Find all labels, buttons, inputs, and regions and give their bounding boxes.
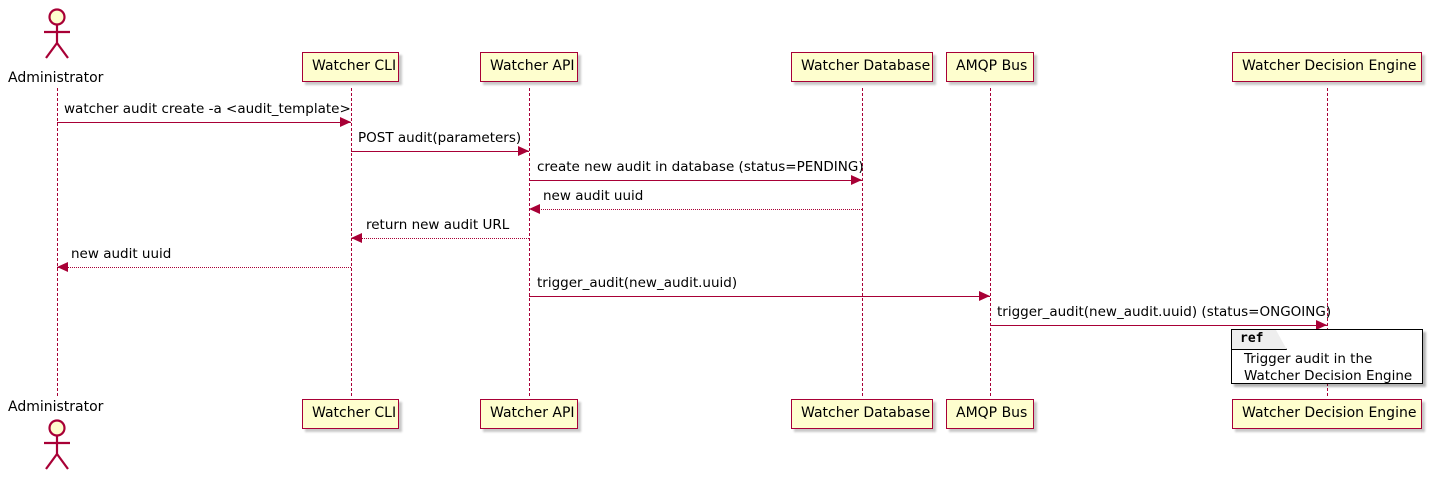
participant-label: Watcher API <box>490 405 575 421</box>
participant-api-top[interactable]: Watcher API <box>480 52 578 82</box>
message-arrowhead-8 <box>1316 320 1327 330</box>
message-line-7 <box>529 296 990 297</box>
message-line-2 <box>351 151 529 152</box>
participant-label: AMQP Bus <box>956 405 1028 421</box>
actor-label-top: Administrator <box>8 70 104 86</box>
message-arrowhead-3 <box>851 175 862 185</box>
participant-cli-bottom[interactable]: Watcher CLI <box>302 399 399 429</box>
participant-label: AMQP Bus <box>956 58 1028 74</box>
ref-fragment-text-line: Trigger audit in the <box>1244 351 1373 367</box>
participant-label: Watcher API <box>490 58 575 74</box>
participant-label: Watcher CLI <box>312 58 397 74</box>
message-label-5: return new audit URL <box>366 217 510 233</box>
lifeline-engine <box>1327 88 1328 396</box>
participant-label: Watcher Database <box>801 405 931 421</box>
participant-amqp-top[interactable]: AMQP Bus <box>946 52 1034 82</box>
ref-fragment-text-line: Watcher Decision Engine <box>1244 368 1413 384</box>
message-line-8 <box>990 325 1327 326</box>
message-arrowhead-5 <box>351 233 362 243</box>
message-arrowhead-6 <box>57 262 68 272</box>
message-label-6: new audit uuid <box>71 246 172 262</box>
message-label-7: trigger_audit(new_audit.uuid) <box>537 275 738 291</box>
participant-database-bottom[interactable]: Watcher Database <box>791 399 933 429</box>
message-label-1: watcher audit create -a <audit_template> <box>64 101 351 117</box>
participant-api-bottom[interactable]: Watcher API <box>480 399 578 429</box>
actor-stick-figure-icon <box>44 419 70 470</box>
lifeline-api <box>529 88 530 396</box>
participant-label: Watcher Decision Engine <box>1242 58 1417 74</box>
message-label-8: trigger_audit(new_audit.uuid) (status=ON… <box>997 304 1332 320</box>
message-line-4 <box>529 209 862 210</box>
ref-fragment-tab-label: ref <box>1240 331 1264 346</box>
participant-engine-top[interactable]: Watcher Decision Engine <box>1232 52 1422 82</box>
message-line-6 <box>57 267 351 268</box>
message-arrowhead-2 <box>518 146 529 156</box>
lifeline-amqp <box>990 88 991 396</box>
message-label-2: POST audit(parameters) <box>358 130 522 146</box>
participant-database-top[interactable]: Watcher Database <box>791 52 933 82</box>
actor-label-bottom: Administrator <box>8 399 104 415</box>
message-arrowhead-7 <box>979 291 990 301</box>
message-arrowhead-1 <box>340 117 351 127</box>
lifeline-database <box>862 88 863 396</box>
message-line-1 <box>57 122 351 123</box>
message-arrowhead-4 <box>529 204 540 214</box>
participant-label: Watcher CLI <box>312 405 397 421</box>
actor-stick-figure-icon <box>44 8 70 59</box>
participant-amqp-bottom[interactable]: AMQP Bus <box>946 399 1034 429</box>
message-label-3: create new audit in database (status=PEN… <box>537 159 864 175</box>
participant-cli-top[interactable]: Watcher CLI <box>302 52 399 82</box>
lifeline-actor <box>57 88 58 396</box>
participant-label: Watcher Decision Engine <box>1242 405 1417 421</box>
message-label-4: new audit uuid <box>543 188 644 204</box>
participant-engine-bottom[interactable]: Watcher Decision Engine <box>1232 399 1422 429</box>
participant-label: Watcher Database <box>801 58 931 74</box>
message-line-5 <box>351 238 529 239</box>
message-line-3 <box>529 180 862 181</box>
